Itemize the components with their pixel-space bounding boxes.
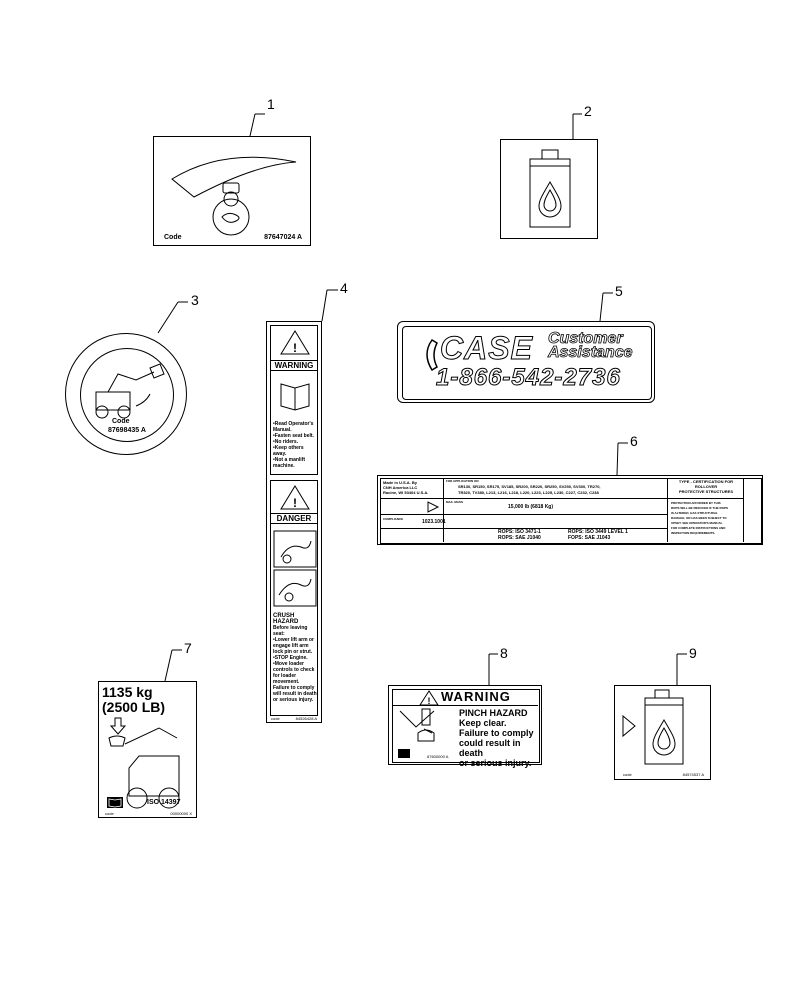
decal-6-inner — [380, 478, 762, 544]
decal-4-footer-right: 84526428 A — [295, 716, 317, 721]
decal-6-app-header: FOR APPLICATION ON — [446, 479, 479, 483]
warning-triangle-icon: ! — [419, 690, 439, 706]
decal-9-hydraulic-fill: code 84574537 A — [614, 685, 711, 780]
hydraulic-fill-icon — [622, 689, 684, 765]
decal-6-weight: 15,000 lb (6818 Kg) — [508, 504, 554, 510]
decal-5-customer-assistance-text: Customer Assistance — [548, 330, 633, 361]
callout-9: 9 — [689, 645, 697, 661]
svg-text:!: ! — [293, 341, 297, 355]
decal-6-arrow-icon — [427, 501, 440, 513]
callout-3: 3 — [191, 292, 199, 308]
callout-5: 5 — [615, 283, 623, 299]
decal-7-iso: ISO 14397 — [147, 799, 181, 806]
callout-2: 2 — [584, 103, 592, 119]
decal-4-warning-danger: ! WARNING •Read Operator's Manual. •Fast… — [266, 321, 322, 723]
decal-5-brand: CASE — [440, 330, 533, 367]
decal-6-maker: Made in U.S.A. By CNH America LLC Racine… — [383, 480, 429, 495]
decal-8-pinch-hazard: ! WARNING PINCH HAZARD Keep clear. Failu… — [388, 685, 542, 768]
decal-5-inner-border — [402, 326, 652, 400]
callout-6: 6 — [630, 433, 638, 449]
decal-3-round: Code 87698435 A — [65, 333, 187, 455]
decal-4-footer-left: code — [271, 716, 280, 721]
manual-book-icon — [280, 383, 310, 411]
decal-4-warning-title: WARNING — [271, 360, 317, 371]
manual-book-icon — [107, 797, 123, 808]
decal-6-weight-header: MAX. MASS — [446, 500, 464, 504]
decal-1-code-value: 87647024 A — [264, 234, 302, 241]
crush-hazard-icon — [273, 530, 317, 607]
decal-6-rops-certification: Made in U.S.A. By CNH America LLC Racine… — [377, 475, 763, 545]
decal-7-capacity: 1135 kg (2500 LB) — [102, 684, 166, 715]
decal-7-footer-right: 00000000 X — [170, 811, 192, 816]
decal-7-rated-capacity: 1135 kg (2500 LB) ISO 14397 code 0000000… — [98, 681, 197, 818]
callout-4: 4 — [340, 280, 348, 296]
hydraulic-reservoir-icon — [529, 149, 571, 228]
decal-1-fuel-gauge: Code 87647024 A — [153, 136, 311, 246]
decal-6-type-title: TYPE - CERTIFICATION FOR ROLLOVER PROTEC… — [678, 479, 734, 494]
decal-8-code: 87600000 A — [427, 754, 449, 759]
warning-triangle-icon: ! — [280, 330, 310, 355]
decal-7-footer-left: code — [105, 811, 114, 816]
decal-3-code-label: Code — [112, 418, 130, 425]
decal-2-hydraulic-oil — [500, 139, 598, 239]
decal-6-compliance-label: COMPLIANCE — [383, 517, 404, 521]
decal-8-title: WARNING — [441, 689, 511, 704]
decal-6-compliance-value: 1023.1001 — [422, 519, 446, 525]
decal-5-phone: 1-866-542-2736 — [436, 364, 621, 392]
decal-6-rops-left: ROPS: ISO 3471-1 ROPS: SAE J1040 — [498, 529, 541, 541]
svg-text:!: ! — [428, 696, 431, 706]
decal-9-footer-right: 84574537 A — [682, 772, 704, 777]
decal-4-crush-text: CRUSH HAZARD Before leaving seat: •Lower… — [273, 613, 317, 703]
decal-9-footer-left: code — [623, 772, 632, 777]
decal-4-warning-text: •Read Operator's Manual. •Fasten seat be… — [273, 421, 314, 469]
callout-8: 8 — [500, 645, 508, 661]
skid-steer-capacity-icon — [108, 717, 180, 809]
decal-6-rops-right: ROPS: ISO 3449 LEVEL 1 FOPS: SAE J1043 — [568, 529, 628, 541]
decal-4-warning-panel: ! WARNING •Read Operator's Manual. •Fast… — [270, 325, 318, 475]
decal-6-models: SR130, SR150, SR175, SV185, SR200, SR220… — [458, 484, 601, 495]
svg-text:!: ! — [293, 496, 297, 510]
decal-6-protection: PROTECTION AFFORDED BY THIS ROPS WILL BE… — [671, 501, 728, 535]
decal-8-inner — [392, 689, 540, 763]
skid-steer-icon — [95, 363, 165, 419]
decal-4-danger-title: DANGER — [271, 513, 317, 524]
decal-4-danger-panel: ! DANGER CRUSH HAZARD Before leaving sea… — [270, 480, 318, 716]
pinch-hand-icon — [399, 708, 435, 742]
phone-handset-icon — [426, 339, 438, 372]
callout-1: 1 — [267, 96, 275, 112]
decal-1-code-label: Code — [164, 234, 182, 241]
decal-5-customer-assistance: CASE Customer Assistance 1-866-542-2736 — [397, 321, 655, 403]
gauge-arc-icon — [171, 156, 297, 236]
callout-7: 7 — [184, 640, 192, 656]
manual-book-icon — [398, 749, 410, 758]
danger-triangle-icon: ! — [280, 485, 310, 510]
decal-3-inner-ring — [80, 348, 174, 442]
decal-3-code-value: 87698435 A — [108, 427, 146, 434]
decal-8-hazard-text: PINCH HAZARD Keep clear. Failure to comp… — [459, 708, 534, 768]
